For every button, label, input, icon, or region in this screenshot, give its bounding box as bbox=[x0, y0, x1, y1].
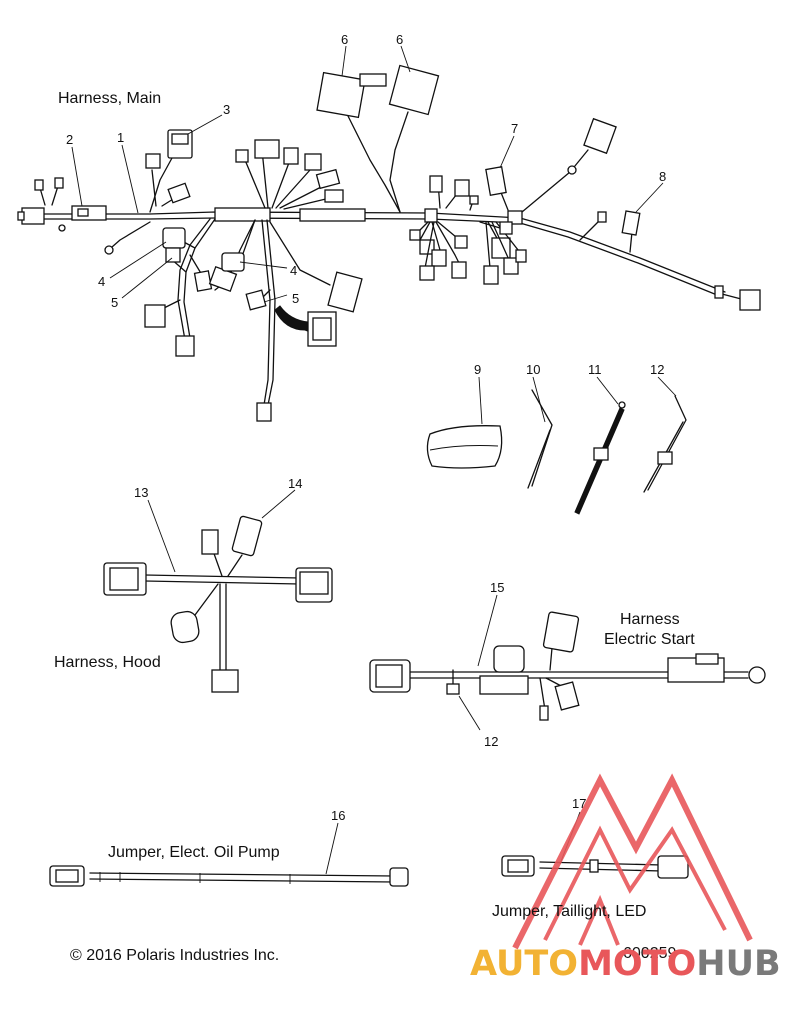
title-harness-electric-start-line1: Harness bbox=[620, 611, 680, 628]
callout-9: 9 bbox=[474, 362, 481, 377]
figure-number: 600259 bbox=[623, 945, 676, 962]
loose-parts bbox=[426, 376, 687, 515]
title-harness-main: Harness, Main bbox=[58, 90, 161, 107]
callout-12-bottom: 12 bbox=[484, 734, 498, 749]
watermark-part-moto: MOTO bbox=[578, 944, 696, 984]
callout-11: 11 bbox=[588, 362, 602, 377]
main-harness bbox=[17, 64, 761, 422]
callout-7: 7 bbox=[511, 121, 518, 136]
automotohub-watermark-logo bbox=[512, 773, 753, 950]
callout-4-left: 4 bbox=[98, 274, 105, 289]
copyright-text: © 2016 Polaris Industries Inc. bbox=[70, 947, 279, 964]
callout-16: 16 bbox=[331, 808, 345, 823]
electric-start-harness bbox=[369, 594, 766, 731]
callout-3: 3 bbox=[223, 102, 230, 117]
callout-13: 13 bbox=[134, 485, 148, 500]
hood-harness bbox=[103, 489, 333, 693]
title-harness-hood: Harness, Hood bbox=[54, 654, 161, 671]
callout-5-left: 5 bbox=[111, 295, 118, 310]
watermark-text: AUTOMOTOHUB bbox=[470, 944, 781, 984]
callout-5-right: 5 bbox=[292, 291, 299, 306]
title-harness-electric-start-line2: Electric Start bbox=[604, 631, 695, 648]
callout-15: 15 bbox=[490, 580, 504, 595]
oil-pump-jumper bbox=[49, 822, 409, 887]
title-jumper-taillight: Jumper, Taillight, LED bbox=[492, 903, 646, 920]
watermark-part-hub: HUB bbox=[696, 944, 780, 984]
callout-6-left: 6 bbox=[341, 32, 348, 47]
callout-1: 1 bbox=[117, 130, 124, 145]
callout-10: 10 bbox=[526, 362, 540, 377]
main-leaders bbox=[71, 45, 664, 303]
watermark-part-auto: AUTO bbox=[470, 944, 578, 984]
callout-12-top: 12 bbox=[650, 362, 664, 377]
callout-2: 2 bbox=[66, 132, 73, 147]
callout-6-right: 6 bbox=[396, 32, 403, 47]
callout-8: 8 bbox=[659, 169, 666, 184]
callout-14: 14 bbox=[288, 476, 302, 491]
title-jumper-oil-pump: Jumper, Elect. Oil Pump bbox=[108, 844, 280, 861]
callout-17: 17 bbox=[572, 796, 586, 811]
callout-4-right: 4 bbox=[290, 263, 297, 278]
